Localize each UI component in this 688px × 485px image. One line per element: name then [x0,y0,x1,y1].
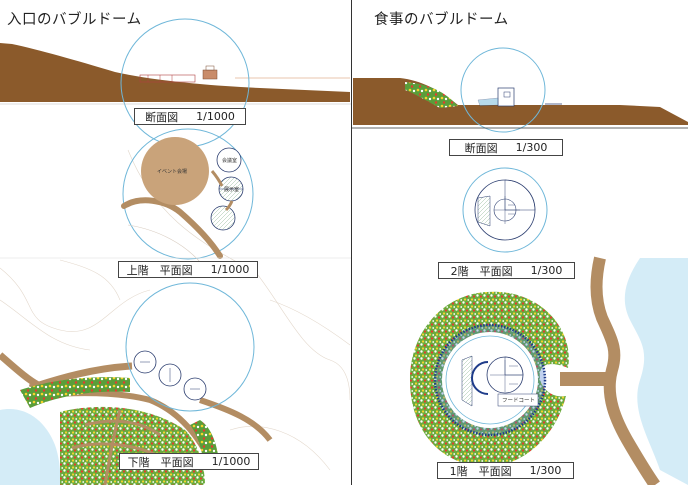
left-lower-plan [0,259,351,485]
pod-mid-label: 展示室 [224,187,240,193]
pod-top-label: 会議室 [222,158,238,164]
event-hall-label: イベント会場 [157,169,188,175]
left-title: 入口のバブルドーム [7,12,142,28]
right-floor1-label: 1階 平面図 1/300 [437,462,574,479]
right-title: 食事のバブルドーム [374,12,509,28]
right-floor1-plan [410,256,688,485]
right-floor2-label: 2階 平面図 1/300 [438,262,575,279]
left-upper-plan [121,128,254,271]
left-section-label: 断面図 1/1000 [134,108,246,125]
right-floor2-plan [462,167,548,253]
right-section-view [353,47,688,133]
left-upper-label: 上階 平面図 1/1000 [118,261,258,278]
event-hall-disk [141,137,209,205]
right-section-label: 断面図 1/300 [449,139,563,156]
left-section-view [0,18,350,148]
left-lower-label: 下階 平面図 1/1000 [119,453,259,470]
food-court-label: フードコート [502,398,536,404]
